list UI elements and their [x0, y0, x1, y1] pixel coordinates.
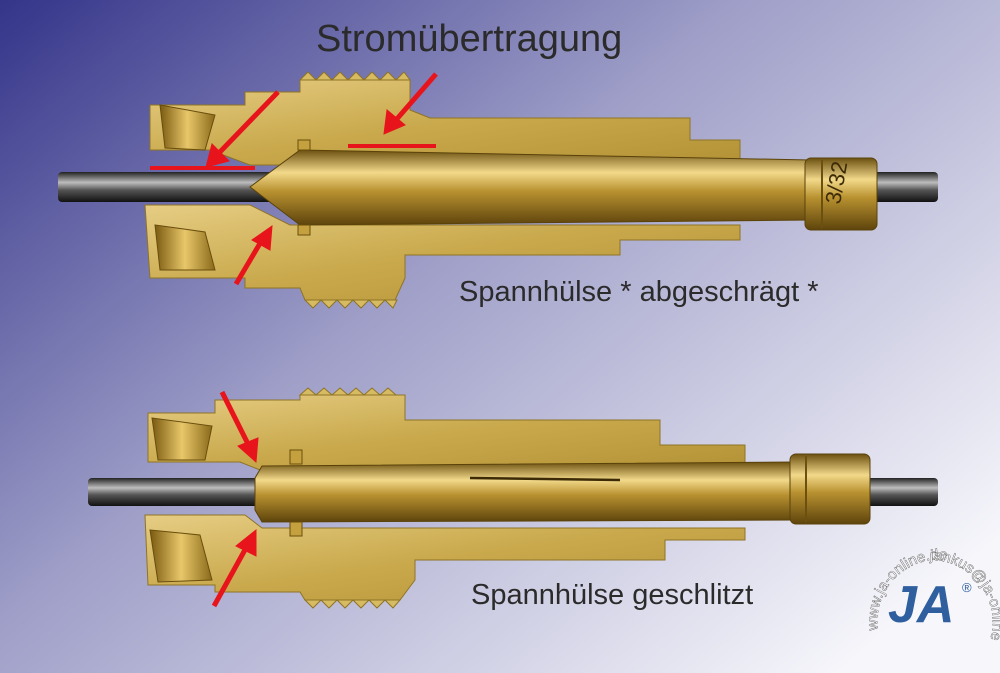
bottom-tab-upper	[289, 449, 303, 465]
bottom-cup-lower	[149, 529, 213, 583]
top-collet-sleeve	[249, 149, 811, 226]
diagram-title: Stromübertragung	[316, 18, 623, 60]
collet-slot	[469, 476, 621, 482]
top-collet-label: Spannhülse * abgeschrägt *	[459, 276, 819, 308]
top-arrows	[205, 72, 438, 286]
arrow-bottom-1	[219, 390, 259, 464]
bottom-collet-sleeve	[254, 461, 796, 523]
bottom-thread-upper	[298, 387, 405, 396]
arrow-top-1	[205, 90, 280, 168]
bottom-arrows	[211, 390, 259, 608]
bottom-cup-upper	[151, 417, 213, 461]
top-brass-body-lower	[144, 204, 741, 301]
top-cup-upper	[159, 104, 216, 151]
arrow-top-2	[383, 72, 438, 135]
watermark-registered: ®	[962, 580, 972, 595]
top-cup-lower	[154, 224, 216, 271]
bottom-collet-cap	[789, 453, 871, 525]
watermark-logo: JA	[888, 576, 954, 634]
arrow-bottom-2	[211, 528, 257, 608]
arrow-top-3	[233, 224, 273, 286]
bottom-thread-lower	[303, 599, 402, 609]
top-tab-lower	[297, 224, 311, 236]
top-thread-lower	[303, 299, 398, 309]
top-assembly: 3/32	[58, 71, 938, 309]
top-tab-upper	[297, 139, 311, 151]
bottom-collet-label: Spannhülse geschlitzt	[471, 579, 754, 611]
top-thread-upper	[298, 71, 411, 81]
bottom-assembly	[88, 387, 938, 609]
bottom-tab-lower	[289, 521, 303, 537]
